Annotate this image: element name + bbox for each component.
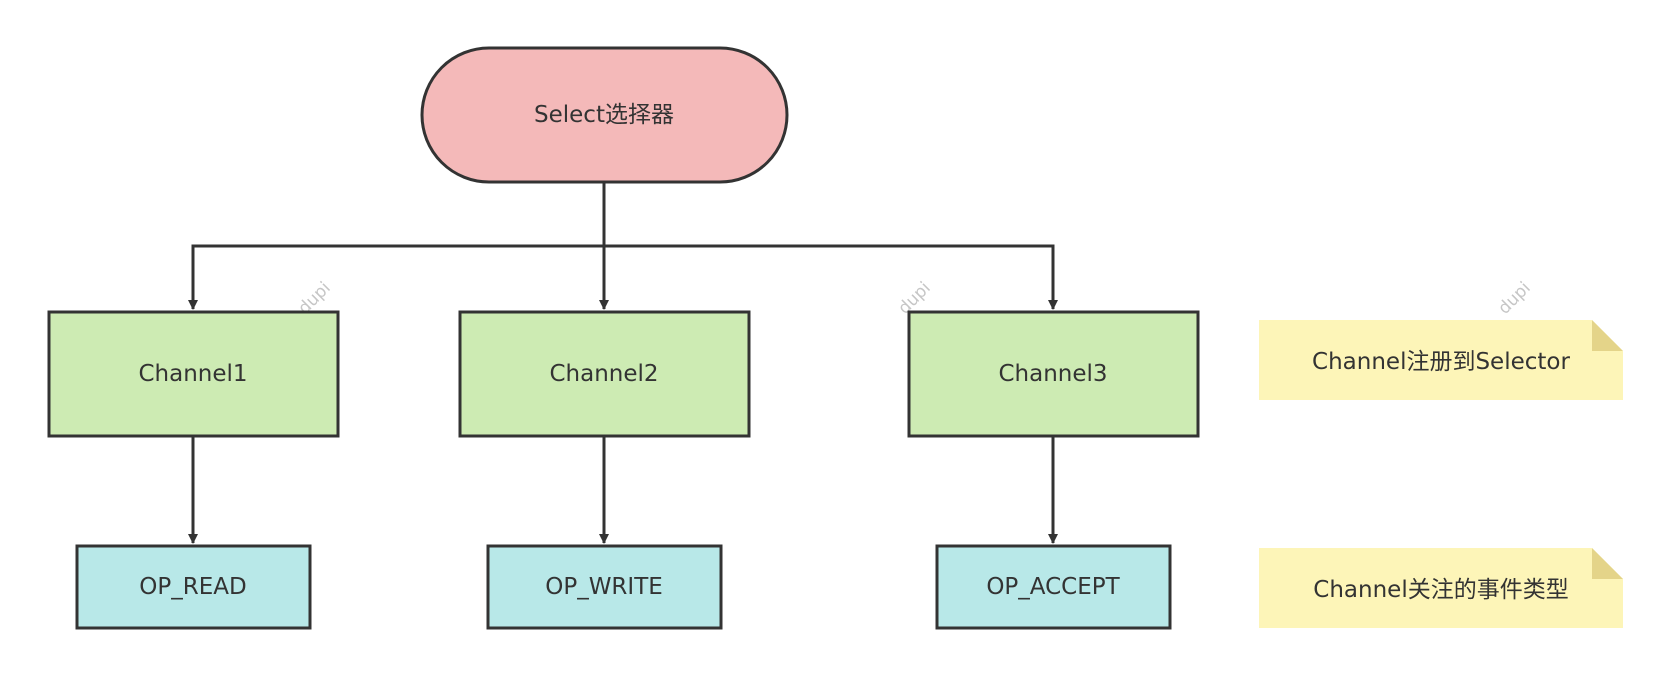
op-node-2: OP_WRITE [486,544,723,630]
note-1-shape [1259,320,1623,400]
note-1-label: Channel注册到Selector [1312,349,1570,375]
root-node-label: Select选择器 [534,102,674,128]
note-2-shape [1259,548,1623,628]
op-node-2-shape [486,544,723,630]
channel-node-1-label: Channel1 [138,361,247,387]
op-node-3-shape [935,544,1172,630]
channel-node-3: Channel3 [907,310,1200,438]
op-node-3: OP_ACCEPT [935,544,1172,630]
op-node-1: OP_READ [75,544,312,630]
note-2: Channel关注的事件类型 [1259,548,1623,628]
channel-node-1: Channel1 [47,310,340,438]
note-2-label: Channel关注的事件类型 [1313,577,1568,603]
channel-node-2-label: Channel2 [549,361,658,387]
note-1-fold [1592,320,1623,351]
op-node-1-shape [75,544,312,630]
root-node-shape [420,46,789,184]
channel-node-3-label: Channel3 [998,361,1107,387]
connector-root-to-channel-3 [604,244,1058,310]
watermark-3: dupi [1494,278,1534,318]
channel-node-2: Channel2 [458,310,751,438]
channel-node-1-shape [47,310,340,438]
op-node-3-label: OP_ACCEPT [986,574,1120,600]
note-2-fold [1592,548,1623,579]
channel-node-2-shape [458,310,751,438]
channel-node-3-shape [907,310,1200,438]
op-node-2-label: OP_WRITE [545,574,663,600]
connector-root-to-channel-1 [188,244,604,310]
note-1: Channel注册到Selector [1259,320,1623,400]
root-node: Select选择器 [420,46,789,184]
op-node-1-label: OP_READ [139,574,246,600]
connectors [188,182,1058,544]
